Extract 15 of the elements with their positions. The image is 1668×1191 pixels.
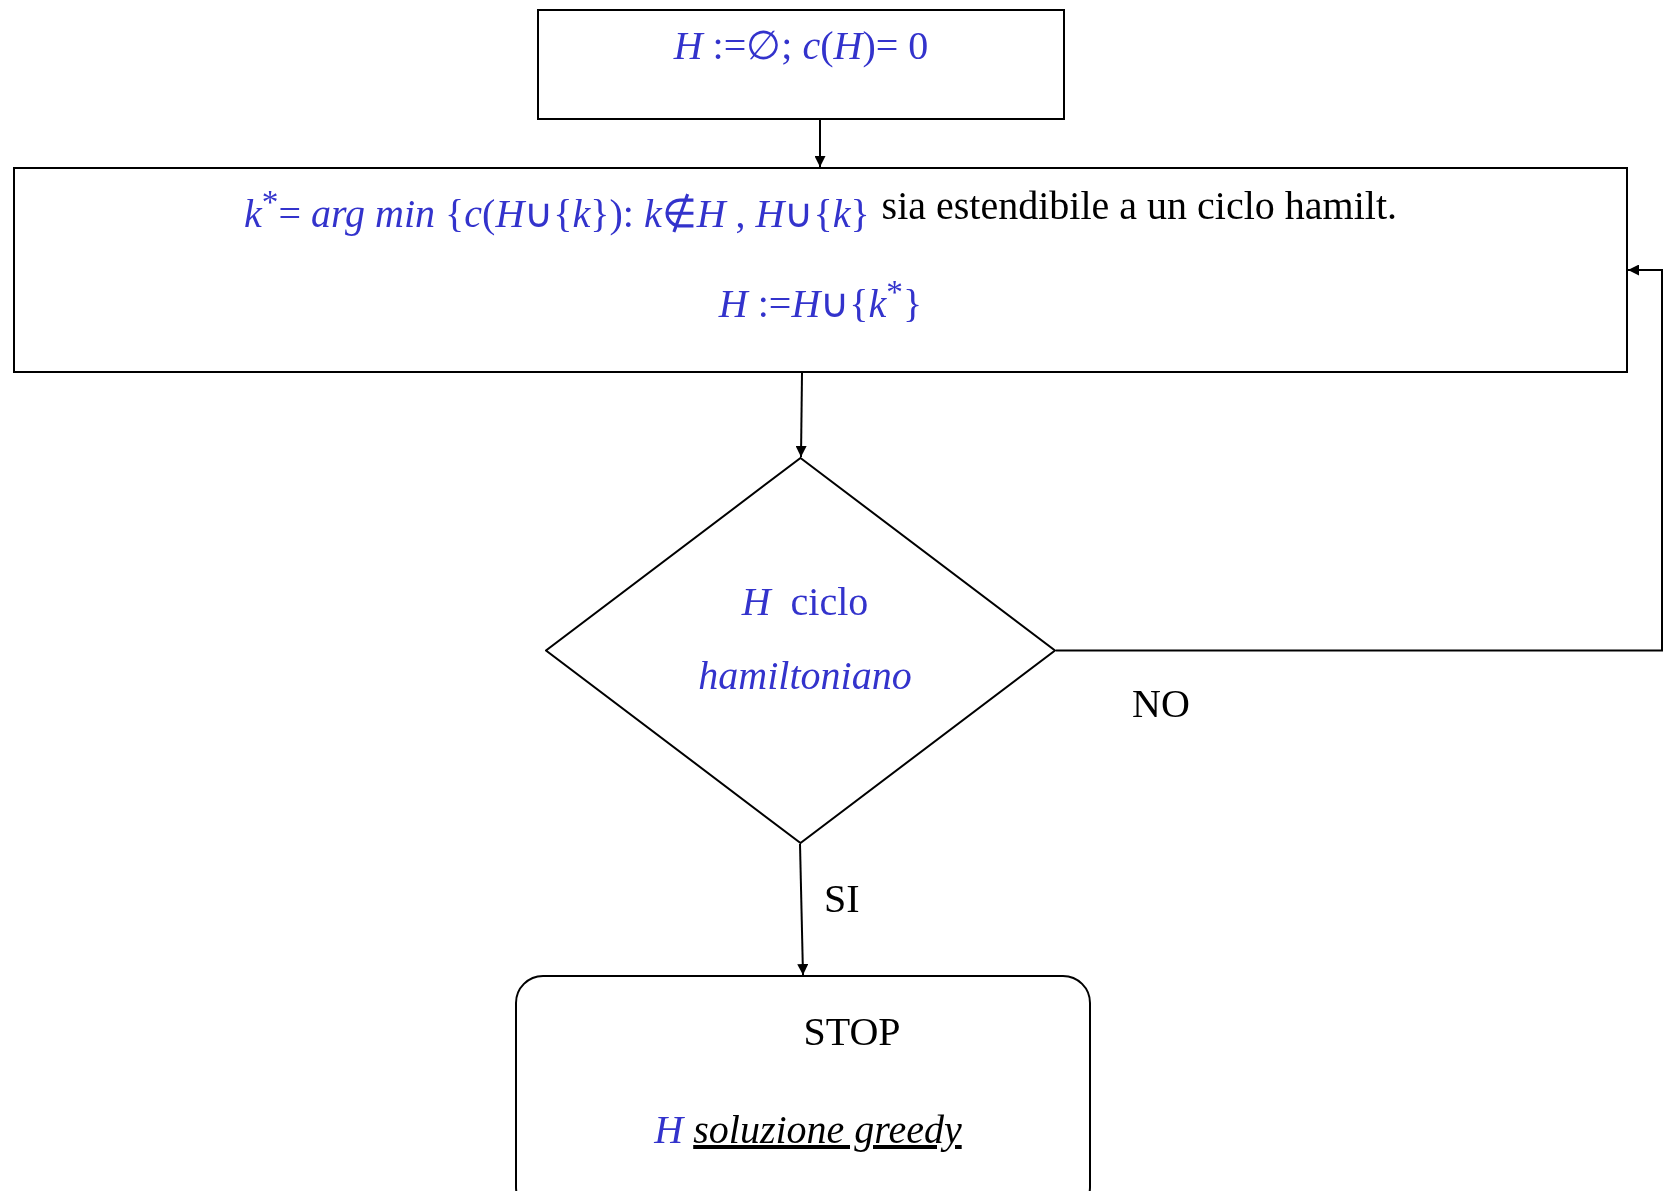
process-box [13,167,1628,373]
node-text: H soluzione greedy [653,1107,963,1153]
arrow [795,372,807,458]
arrow [797,843,809,976]
node-text: STOP [802,1009,902,1055]
arrow [814,119,826,168]
node-text: k$^{*}$= arg min {c(H∪{k}): k∉H , H∪{k} [244,183,870,238]
node-text: sia estendibile a un ciclo hamilt. [881,183,1397,230]
node-text: H ciclo hamiltoniano [697,578,913,700]
process-box [537,9,1065,120]
terminal-box [515,975,1091,1191]
node-text: H :=H∪{k$^{*}$} [717,273,924,328]
decision-diamond [545,457,1056,844]
arrow [1055,264,1663,652]
node-text: H :=∅; c(H)= 0 [673,23,929,69]
